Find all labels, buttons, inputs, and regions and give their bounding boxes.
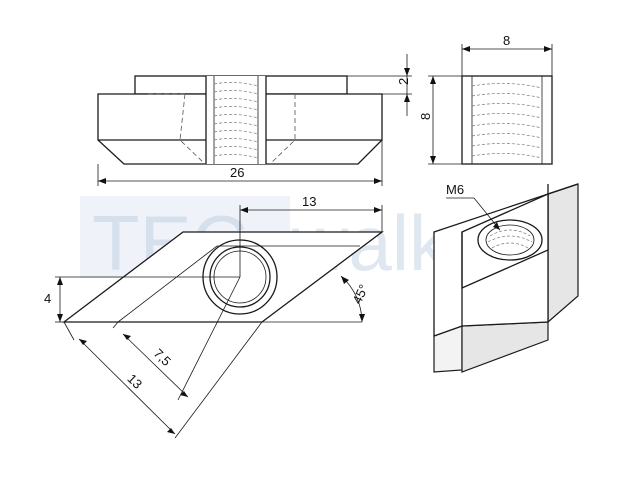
dim-7-5-label: 7,5: [151, 346, 174, 369]
dim-side-8-label: 8: [418, 113, 433, 120]
dimension-width-26: 26: [97, 140, 383, 186]
dimension-left-4: 4: [44, 276, 240, 323]
dim-top-13-label: 13: [302, 194, 316, 209]
dimension-top-13: 13: [239, 194, 383, 277]
isometric-view: [433, 183, 579, 373]
dim-left-4-label: 4: [44, 291, 51, 306]
dim-26-label: 26: [230, 165, 244, 180]
dimension-diag-13: 13: [63, 321, 263, 439]
dim-2-label: 2: [396, 78, 411, 85]
side-view: [461, 75, 553, 165]
dim-side-8-top-label: 8: [503, 33, 510, 48]
thread-size-label: M6: [446, 182, 464, 197]
front-view: [97, 75, 383, 165]
dimension-side-width-8: 8: [461, 33, 553, 76]
dim-diag-13-label: 13: [124, 371, 145, 392]
dimension-height-2: 2: [347, 54, 412, 116]
callout-thread-m6: M6: [446, 182, 501, 231]
dimension-side-height-8: 8: [418, 75, 462, 165]
